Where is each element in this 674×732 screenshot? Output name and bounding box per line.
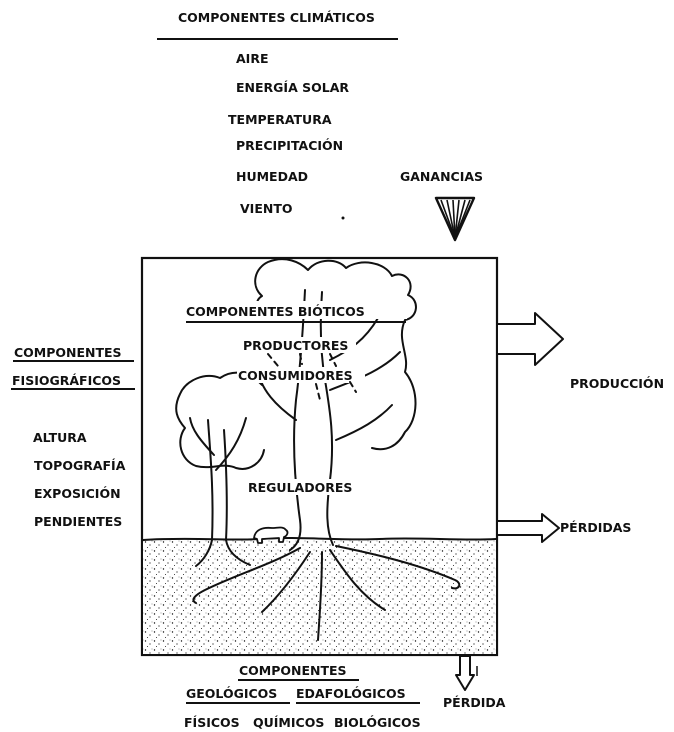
physiographic-item-slopes: PENDIENTES (34, 514, 122, 529)
climatic-item-solar: ENERGÍA SOLAR (236, 80, 349, 95)
physiographic-title-line1: COMPONENTES (14, 345, 122, 360)
geological-physical: FÍSICOS (184, 715, 240, 730)
physiographic-item-altitude: ALTURA (33, 430, 87, 445)
climatic-item-temperature: TEMPERATURA (228, 112, 332, 127)
climatic-item-wind: VIENTO (240, 201, 292, 216)
geological-biological: BIOLÓGICOS (334, 715, 421, 730)
production-arrow-icon (497, 313, 563, 365)
physiographic-title-line2: FISIOGRÁFICOS (12, 373, 121, 388)
speck (342, 217, 345, 220)
climatic-item-precipitation: PRECIPITACIÓN (236, 138, 343, 153)
physiographic-item-exposure: EXPOSICIÓN (34, 486, 121, 501)
biotic-regulators: REGULADORES (248, 480, 352, 495)
gains-funnel-icon (436, 198, 474, 240)
loss-label: PÉRDIDA (443, 695, 506, 710)
climatic-item-humidity: HUMEDAD (236, 169, 308, 184)
geological-chemical: QUÍMICOS (253, 715, 324, 730)
losses-arrow-icon (497, 514, 559, 542)
losses-label: PÉRDIDAS (560, 520, 631, 535)
gains-label: GANANCIAS (400, 169, 483, 184)
climatic-title: COMPONENTES CLIMÁTICOS (178, 10, 375, 25)
loss-arrow-icon (456, 656, 474, 690)
geological-geologic: GEOLÓGICOS (186, 686, 277, 701)
biotic-title: COMPONENTES BIÓTICOS (186, 304, 365, 319)
production-label: PRODUCCIÓN (570, 376, 664, 391)
biotic-consumers: CONSUMIDORES (238, 368, 353, 383)
biotic-producers: PRODUCTORES (243, 338, 348, 353)
biotic-title-group: COMPONENTES BIÓTICOS (185, 301, 407, 322)
climatic-item-air: AIRE (236, 51, 269, 66)
physiographic-item-topography: TOPOGRAFÍA (34, 458, 126, 473)
geological-edaphic: EDAFOLÓGICOS (296, 686, 406, 701)
geological-title: COMPONENTES (239, 663, 347, 678)
